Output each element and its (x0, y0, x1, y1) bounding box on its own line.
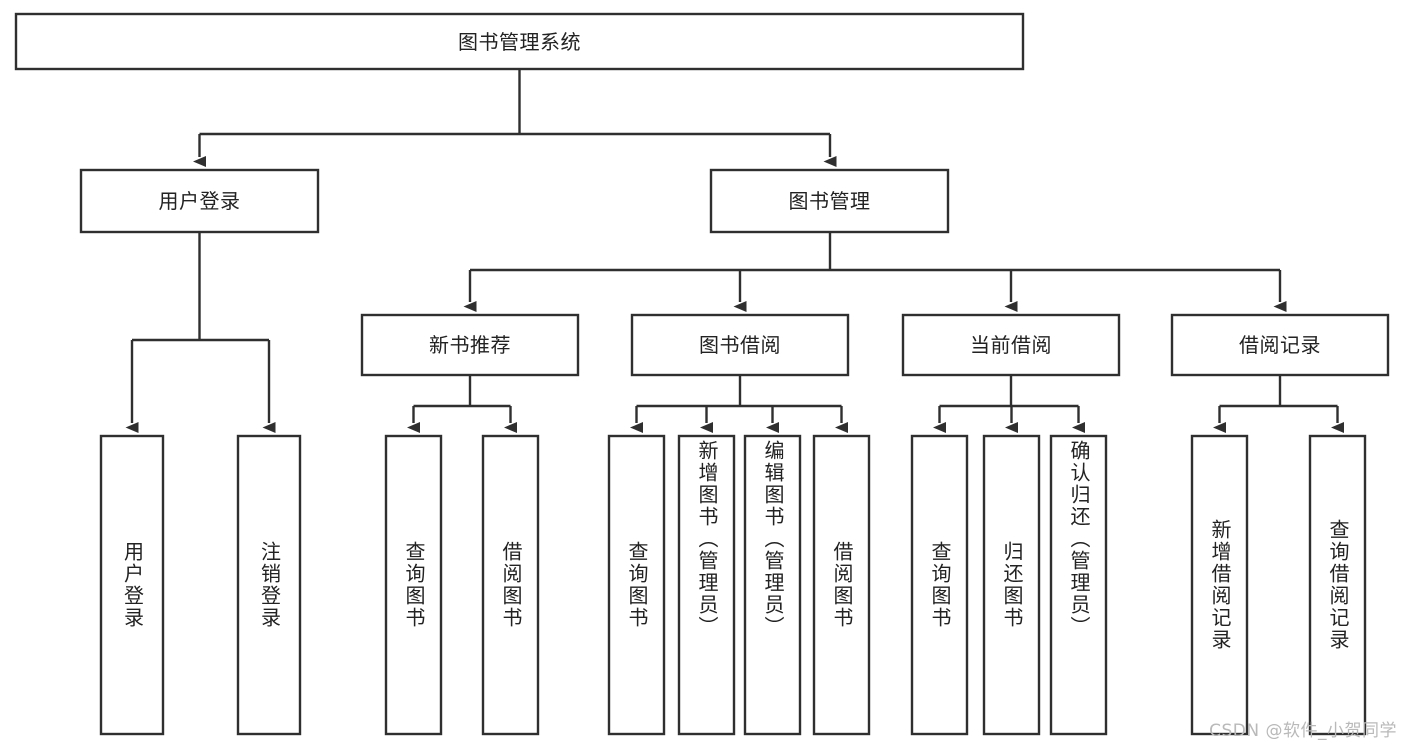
node-box-new-book-rec[interactable] (360, 313, 580, 377)
leaf-box-query-book-2[interactable] (607, 434, 666, 736)
leaf-box-query-book-3[interactable] (910, 434, 969, 736)
node-box-book-mgmt[interactable] (709, 168, 950, 234)
node-box-root[interactable] (14, 12, 1025, 71)
node-box-current-borrow[interactable] (901, 313, 1121, 377)
leaf-box-query-borrow-record[interactable] (1308, 434, 1367, 736)
leaf-box-borrow-book-2[interactable] (812, 434, 871, 736)
leaf-box-confirm-return-admin[interactable] (1049, 434, 1108, 736)
leaf-box-edit-book-admin[interactable] (743, 434, 802, 736)
leaf-box-user-login[interactable] (99, 434, 165, 736)
node-box-borrow-record[interactable] (1170, 313, 1390, 377)
leaf-box-return-book[interactable] (982, 434, 1041, 736)
node-box-user-login[interactable] (79, 168, 320, 234)
leaf-box-add-borrow-record[interactable] (1190, 434, 1249, 736)
leaf-box-borrow-book-1[interactable] (481, 434, 540, 736)
leaf-box-add-book-admin[interactable] (677, 434, 736, 736)
node-box-group (14, 12, 1390, 736)
leaf-box-logout[interactable] (236, 434, 302, 736)
connector-group (125, 69, 1344, 433)
leaf-box-query-book-1[interactable] (384, 434, 443, 736)
node-box-book-borrow[interactable] (630, 313, 850, 377)
csdn-watermark: CSDN @软件_小贺同学 (1209, 721, 1397, 741)
